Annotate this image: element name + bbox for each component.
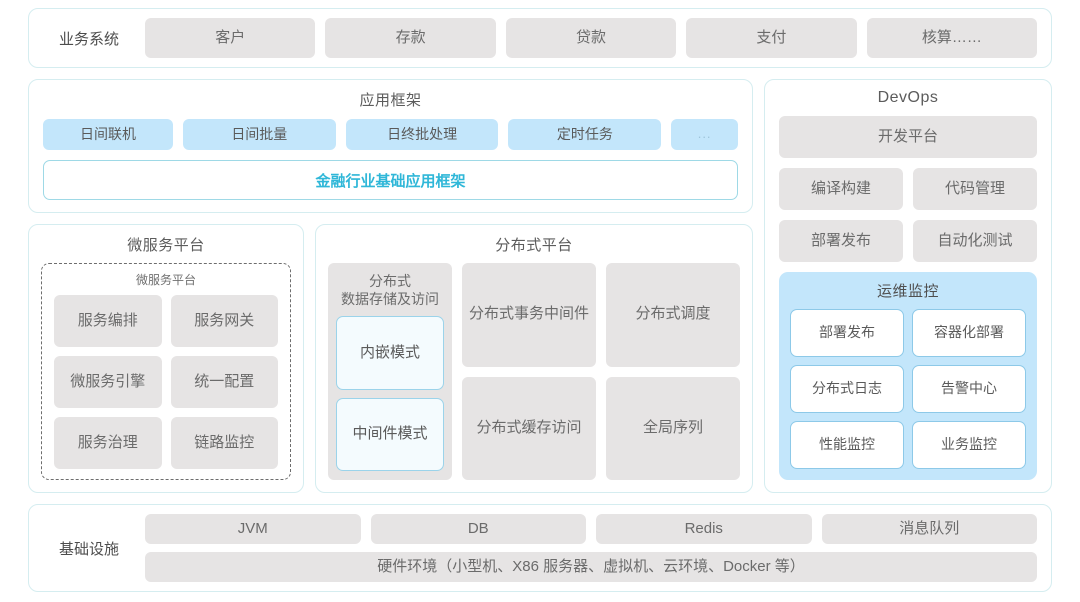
msp-service-orchestration[interactable]: 服务编排 (54, 295, 162, 347)
microservice-platform-inner-title: 微服务平台 (135, 273, 196, 287)
app-framework-panel: 应用框架 日间联机 日间批量 日终批处理 定时任务 ... 金融行业基础应用框架 (28, 79, 753, 213)
distributed-cache-access[interactable]: 分布式 缓存访问 (462, 376, 596, 480)
cell0-line2: 事务中间件 (514, 305, 590, 323)
msp-service-gateway[interactable]: 服务网关 (170, 295, 278, 347)
infra-db[interactable]: DB (370, 514, 586, 544)
financial-base-framework[interactable]: 金融行业基础应用框架 (43, 160, 738, 200)
business-systems-label: 业务系统 (58, 30, 119, 48)
ops-distributed-logging[interactable]: 分布式日志 (790, 365, 904, 413)
app-framework-daytime-batch[interactable]: 日间批量 (182, 119, 336, 150)
infra-redis[interactable]: Redis (596, 514, 812, 544)
middle-left-column: 应用框架 日间联机 日间批量 日终批处理 定时任务 ... 金融行业基础应用框架… (28, 79, 753, 493)
app-framework-more[interactable]: ... (671, 119, 739, 150)
global-sequence[interactable]: 全局序列 (606, 376, 740, 480)
infrastructure-panel: 基础设施 JVM DB Redis 消息队列 硬件环境（小型机、X86 服务器、… (28, 504, 1052, 592)
devops-column: DevOps 开发平台 编译构建 代码管理 部署发布 自动化测试 运维监控 部署… (764, 79, 1052, 493)
ops-business-monitoring[interactable]: 业务监控 (912, 421, 1026, 469)
cell2-line2: 缓存访问 (521, 418, 582, 436)
msp-microservice-engine[interactable]: 微服务引擎 (54, 356, 162, 408)
app-framework-daytime-online[interactable]: 日间联机 (43, 119, 173, 150)
ops-monitoring-panel: 运维监控 部署发布 容器化部署 分布式日志 告警中心 性能监控 业务监控 (779, 272, 1037, 480)
storage-mode-middleware[interactable]: 中间件模式 (336, 397, 444, 471)
devops-code-management[interactable]: 代码管理 (913, 168, 1037, 210)
ops-containerized-deploy[interactable]: 容器化部署 (912, 309, 1026, 357)
app-framework-eod-batch[interactable]: 日终批处理 (345, 119, 499, 150)
infrastructure-label: 基础设施 (58, 540, 119, 558)
devops-deploy-release[interactable]: 部署发布 (779, 220, 903, 262)
app-framework-chips: 日间联机 日间批量 日终批处理 定时任务 ... (43, 119, 739, 150)
storage-mode-embedded[interactable]: 内嵌模式 (336, 316, 444, 390)
business-system-deposit[interactable]: 存款 (325, 18, 496, 58)
business-systems-chips: 客户 存款 贷款 支付 核算…… (145, 18, 1038, 58)
devops-compile-build[interactable]: 编译构建 (779, 168, 903, 210)
devops-title: DevOps (877, 89, 939, 106)
cell0-line1: 分布式 (468, 305, 514, 323)
distributed-data-storage-label: 分布式 数据存储及访问 (336, 272, 444, 308)
ops-alert-center[interactable]: 告警中心 (912, 365, 1026, 413)
msp-link-monitoring[interactable]: 链路监控 (170, 417, 278, 469)
devops-dev-platform[interactable]: 开发平台 (779, 116, 1037, 158)
infra-hardware-environment[interactable]: 硬件环境（小型机、X86 服务器、虚拟机、云环境、Docker 等） (145, 552, 1037, 582)
business-system-customer[interactable]: 客户 (145, 18, 316, 58)
distributed-platform-cells: 分布式 事务中间件 分布式调度 分布式 缓存访问 全局序列 (462, 263, 740, 480)
storage-title-line2: 数据存储及访问 (341, 291, 439, 308)
infra-jvm[interactable]: JVM (145, 514, 361, 544)
ops-deploy-release[interactable]: 部署发布 (790, 309, 904, 357)
devops-panel: DevOps 开发平台 编译构建 代码管理 部署发布 自动化测试 运维监控 部署… (764, 79, 1052, 493)
business-system-loan[interactable]: 贷款 (505, 18, 677, 58)
cell2-line1: 分布式 (476, 418, 522, 436)
distributed-data-storage-cell[interactable]: 分布式 数据存储及访问 内嵌模式 中间件模式 (328, 263, 452, 480)
ops-monitoring-grid: 部署发布 容器化部署 分布式日志 告警中心 性能监控 业务监控 (790, 309, 1026, 469)
platforms-row: 微服务平台 微服务平台 服务编排 服务网关 微服务引擎 统一配置 服务治理 链路… (28, 224, 753, 493)
business-systems-panel: 业务系统 客户 存款 贷款 支付 核算…… (28, 8, 1052, 68)
distributed-platform-title: 分布式平台 (495, 237, 573, 254)
middle-section: 应用框架 日间联机 日间批量 日终批处理 定时任务 ... 金融行业基础应用框架… (28, 79, 1052, 493)
ops-performance-monitoring[interactable]: 性能监控 (790, 421, 904, 469)
devops-grid: 编译构建 代码管理 部署发布 自动化测试 (779, 168, 1037, 262)
distributed-platform-body: 分布式 数据存储及访问 内嵌模式 中间件模式 分布式 事务中间件 (328, 263, 740, 480)
distributed-scheduling[interactable]: 分布式调度 (606, 263, 740, 367)
msp-unified-config[interactable]: 统一配置 (170, 356, 278, 408)
storage-modes: 内嵌模式 中间件模式 (336, 316, 444, 471)
msp-service-governance[interactable]: 服务治理 (54, 417, 162, 469)
business-system-payment[interactable]: 支付 (686, 18, 857, 58)
infrastructure-chips: JVM DB Redis 消息队列 (145, 514, 1037, 544)
microservice-platform-grid: 服务编排 服务网关 微服务引擎 统一配置 服务治理 链路监控 (54, 295, 278, 469)
microservice-platform-panel: 微服务平台 微服务平台 服务编排 服务网关 微服务引擎 统一配置 服务治理 链路… (28, 224, 304, 493)
app-framework-scheduled-task[interactable]: 定时任务 (508, 119, 662, 150)
microservice-platform-title: 微服务平台 (127, 237, 205, 254)
microservice-platform-dashed-box: 微服务平台 服务编排 服务网关 微服务引擎 统一配置 服务治理 链路监控 (41, 263, 291, 480)
distributed-transaction-middleware[interactable]: 分布式 事务中间件 (462, 263, 596, 367)
app-framework-title: 应用框架 (359, 92, 422, 109)
ops-monitoring-title: 运维监控 (876, 283, 939, 300)
storage-title-line1: 分布式 (369, 273, 411, 289)
distributed-platform-panel: 分布式平台 分布式 数据存储及访问 内嵌模式 中间件模式 (315, 224, 753, 493)
devops-automated-testing[interactable]: 自动化测试 (913, 220, 1037, 262)
infrastructure-stack: JVM DB Redis 消息队列 硬件环境（小型机、X86 服务器、虚拟机、云… (145, 514, 1037, 582)
business-system-accounting[interactable]: 核算…… (866, 18, 1038, 58)
infra-message-queue[interactable]: 消息队列 (821, 514, 1037, 544)
